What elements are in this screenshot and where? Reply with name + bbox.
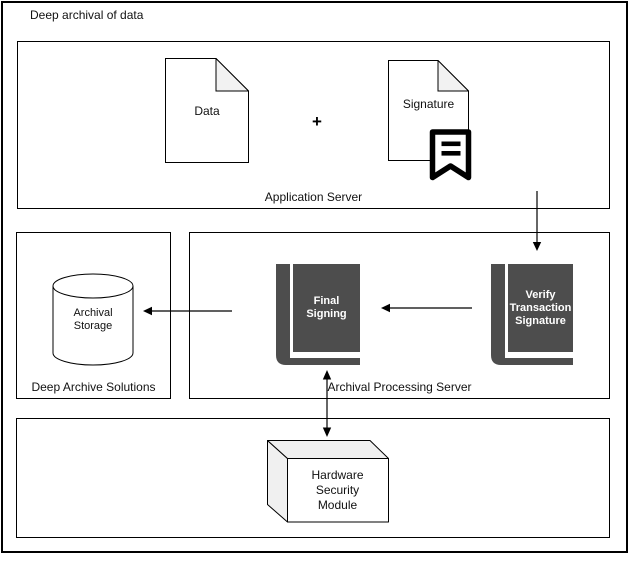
signature-document-label: Signature <box>402 96 455 111</box>
document-icon <box>165 58 249 163</box>
book-icon <box>491 264 573 365</box>
verify-book-label: Verify Transaction Signature <box>509 288 572 327</box>
data-document-shape: Data <box>165 58 249 163</box>
archival-storage-cylinder <box>52 273 134 366</box>
cube-icon <box>267 440 389 523</box>
archival-storage-label: Archival Storage <box>73 307 113 332</box>
archival-processing-server-label: Archival Processing Server <box>327 380 472 394</box>
diagram-title: Deep archival of data <box>30 8 144 22</box>
final-signing-book-label: Final Signing <box>306 295 347 320</box>
signed-bookmark-icon <box>428 129 473 182</box>
data-document-label: Data <box>194 103 220 118</box>
final-signing-book: Final Signing <box>276 264 360 365</box>
hardware-security-module-label: Hardware Security Module <box>311 467 364 512</box>
verify-transaction-signature-book: Verify Transaction Signature <box>491 264 573 365</box>
database-cylinder-icon <box>52 273 134 366</box>
hardware-security-module-cube <box>267 440 389 523</box>
application-server-box: Application Server <box>17 41 610 209</box>
application-server-label: Application Server <box>264 190 363 204</box>
book-icon <box>276 264 360 365</box>
deep-archive-solutions-label: Deep Archive Solutions <box>31 380 156 394</box>
plus-sign: + <box>312 112 322 131</box>
